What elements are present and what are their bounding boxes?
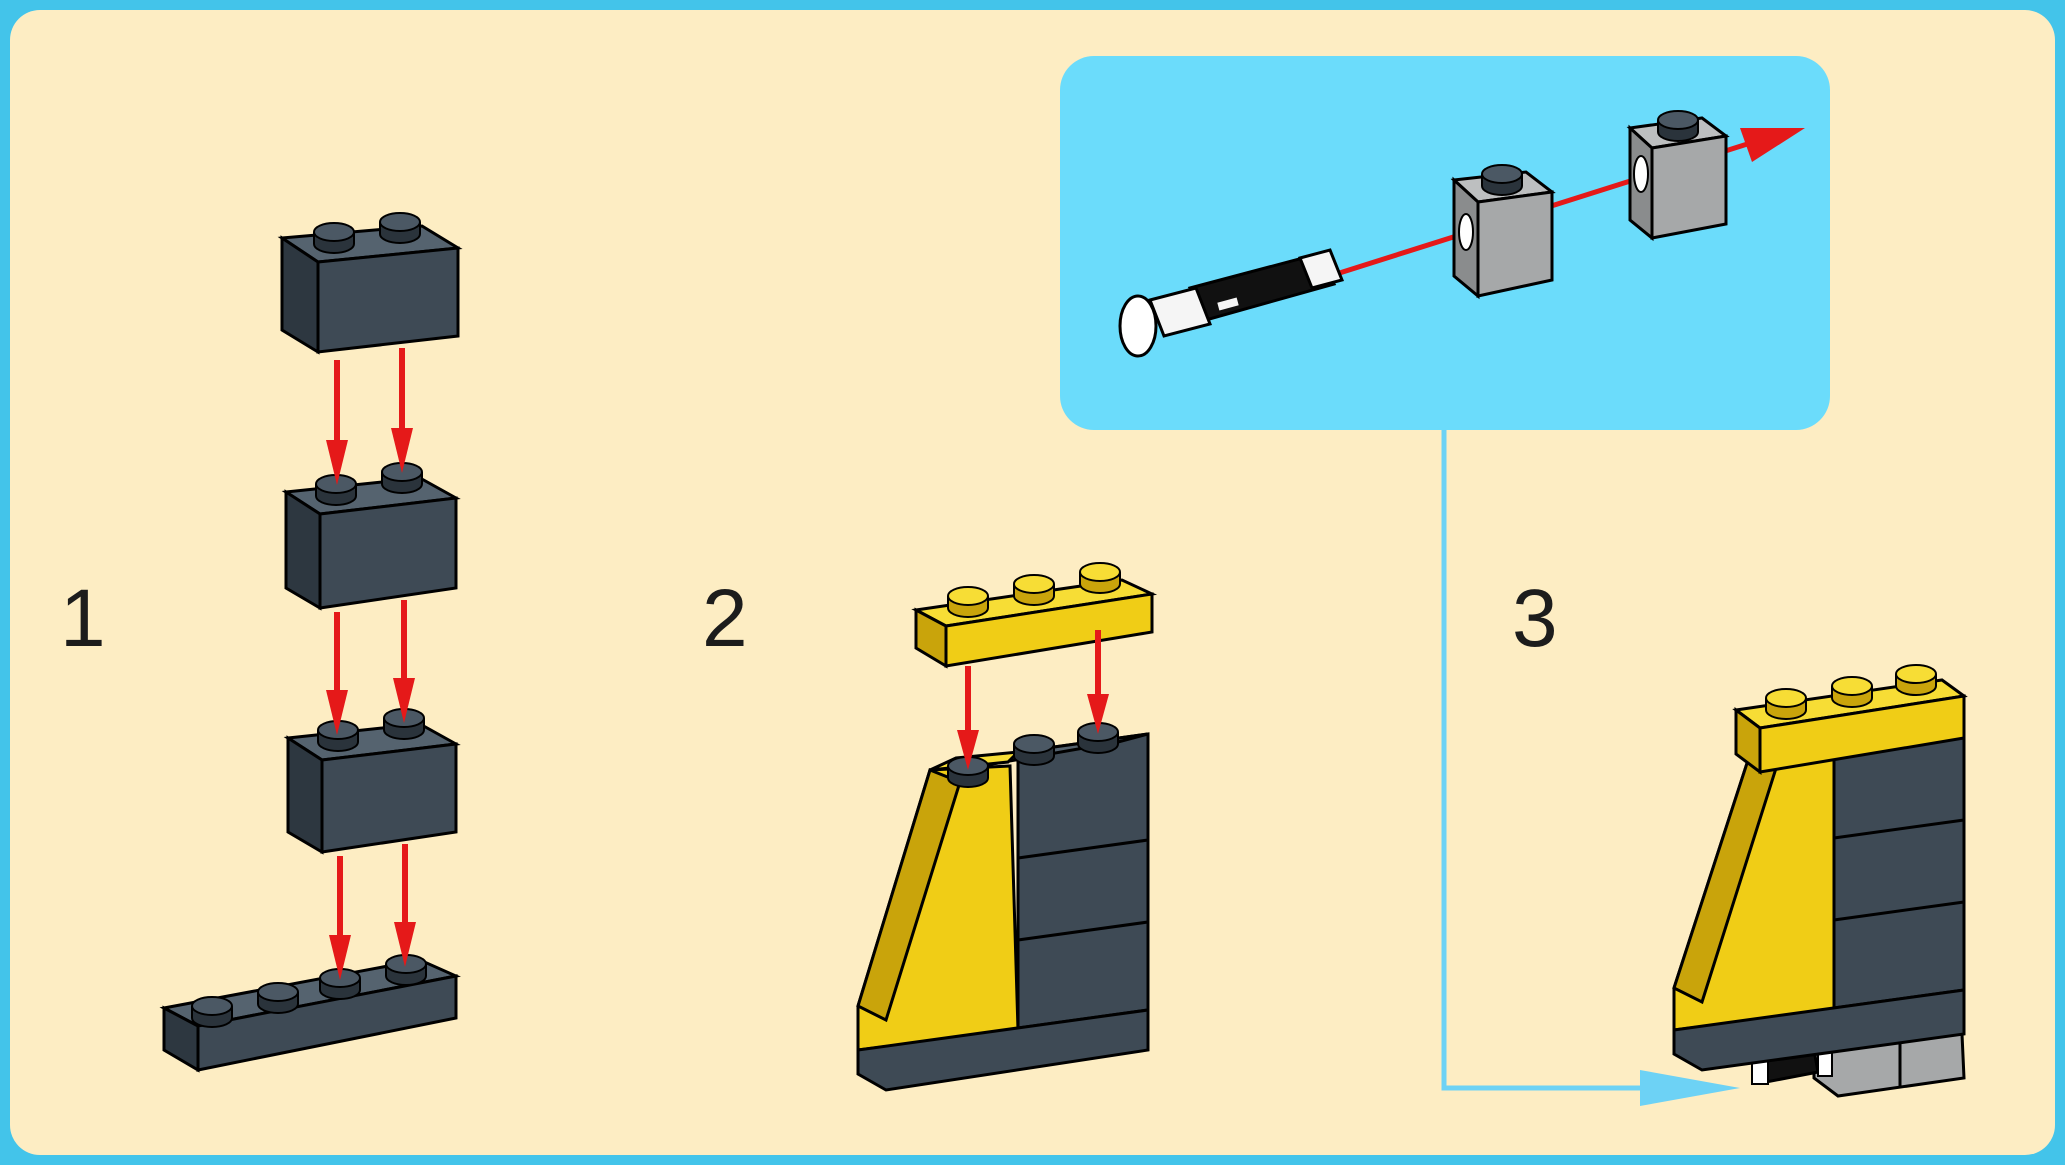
step-number-2: 2 xyxy=(702,578,748,660)
technic-brick-2 xyxy=(1630,111,1726,238)
step-number-3: 3 xyxy=(1512,578,1558,660)
callout-panel xyxy=(1060,56,1830,430)
step-number-1: 1 xyxy=(60,578,106,660)
technic-brick-1 xyxy=(1454,165,1552,296)
